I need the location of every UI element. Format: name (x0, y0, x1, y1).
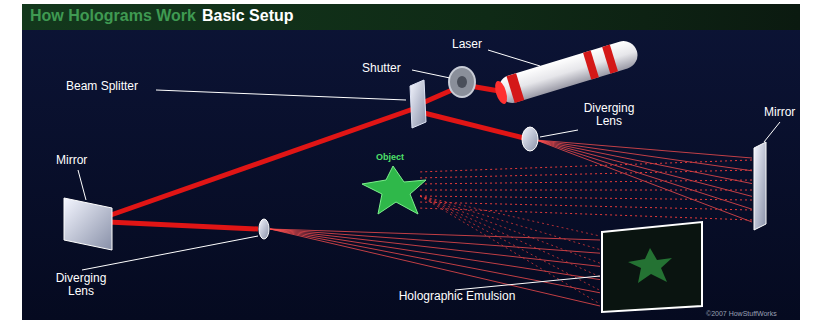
beam-ray (420, 196, 600, 250)
holographic-emulsion (602, 222, 702, 312)
part-label: Mirror (56, 154, 87, 167)
shutter (449, 67, 475, 97)
hologram-image (628, 248, 672, 283)
background (22, 4, 800, 320)
leader-line (540, 130, 578, 137)
beam-ray (536, 140, 752, 184)
part-label: Shutter (362, 62, 401, 75)
leader-line (82, 236, 258, 270)
beam-ray (270, 229, 600, 306)
diverging-lens (259, 219, 269, 239)
leader-line (455, 276, 600, 290)
leader-line (412, 70, 450, 78)
beam-ray (420, 196, 600, 277)
object-star (362, 166, 426, 214)
mirror (64, 198, 112, 250)
beam-ray (536, 140, 752, 222)
beam-ray (420, 196, 600, 290)
watermark: ©2007 HowStuffWorks (706, 309, 777, 318)
beam-ray (536, 140, 752, 196)
leader-lines (78, 50, 780, 290)
reflected-ray (418, 160, 752, 172)
beam-ray (420, 196, 600, 263)
diverging-lens (522, 127, 538, 151)
laser-beams (108, 86, 752, 306)
beam-splitter (410, 80, 426, 128)
part-label: Holographic Emulsion (398, 290, 516, 303)
title-part: Basic Setup (202, 6, 294, 26)
shutter (457, 76, 467, 88)
object-beam (108, 222, 258, 229)
leader-line (488, 50, 540, 66)
title: How Holograms Work (30, 6, 196, 26)
beam-ray (270, 229, 600, 253)
reflected-ray (418, 202, 752, 210)
leader-line (78, 170, 86, 200)
laser (492, 38, 641, 108)
part-label: Beam Splitter (66, 80, 138, 93)
reference-beam (420, 112, 524, 138)
beam-ray (270, 229, 600, 293)
leader-line (764, 122, 780, 142)
leader-line (156, 90, 406, 100)
beam-ray (536, 140, 752, 171)
reflected-ray (418, 196, 752, 200)
beam-ray (270, 229, 600, 280)
title-banner (22, 4, 800, 30)
part-label: Laser (452, 38, 482, 51)
mirror (754, 142, 766, 230)
part-label: Diverging Lens (50, 272, 112, 298)
object-beam (108, 108, 416, 216)
part-label: Mirror (764, 106, 795, 119)
reflected-ray (418, 180, 752, 184)
reflected-ray (418, 190, 752, 191)
beam-ray (536, 140, 752, 209)
part-label: Diverging Lens (578, 102, 640, 128)
part-label: Object (376, 152, 404, 163)
reflected-ray (418, 170, 752, 178)
beam-ray (420, 196, 600, 304)
